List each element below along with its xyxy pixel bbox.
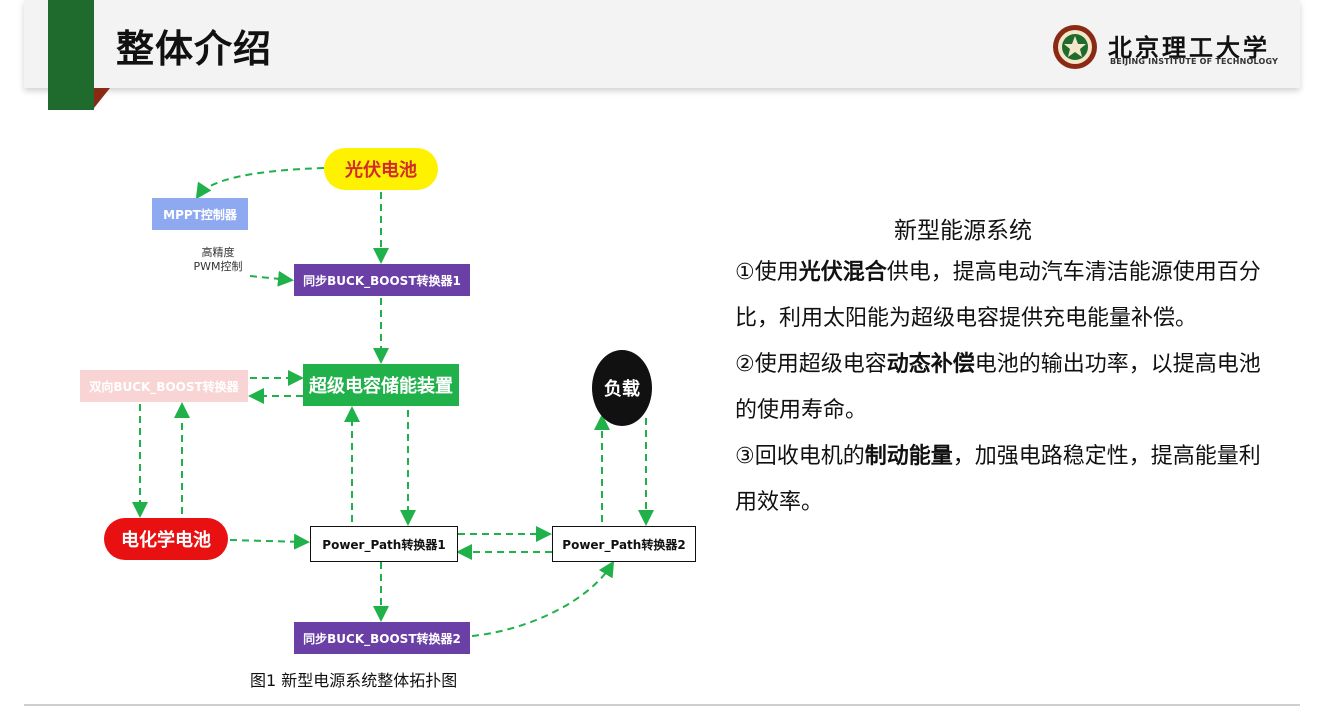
- label-high-precision-pwm: 高精度 PWM控制: [186, 246, 250, 274]
- panel-title: 新型能源系统: [894, 218, 1032, 244]
- node-power-path-2: Power_Path转换器2: [552, 526, 696, 562]
- node-electrochemical-battery: 电化学电池: [104, 518, 228, 560]
- label-high-precision-pwm-text: 高精度 PWM控制: [193, 246, 243, 273]
- point-2-c: 电池的输出功率，以提高电池的使用寿命。: [735, 352, 1261, 423]
- university-name-en: BEIJING INSTITUTE OF TECHNOLOGY: [1110, 57, 1279, 66]
- university-logo: 北京理工大学 BEIJING INSTITUTE OF TECHNOLOGY: [1052, 24, 1282, 72]
- figure-caption: 图1 新型电源系统整体拓扑图: [250, 671, 458, 690]
- node-mppt-controller: MPPT控制器: [152, 198, 248, 230]
- point-2-a: ②使用超级电容: [735, 352, 887, 377]
- node-sync-buck-boost-1: 同步BUCK_BOOST转换器1: [294, 264, 470, 296]
- node-power-path-1: Power_Path转换器1: [310, 526, 458, 562]
- node-pv-battery: 光伏电池: [324, 148, 438, 190]
- point-1-a: ①使用: [735, 260, 799, 285]
- university-name-cn: 北京理工大学: [1108, 33, 1270, 62]
- footer-divider: [24, 704, 1300, 706]
- arrow-pv-to-mppt: [195, 167, 325, 200]
- point-2: ②使用超级电容动态补偿电池的输出功率，以提高电池的使用寿命。: [735, 342, 1275, 434]
- header-tab-fold: [94, 88, 110, 108]
- point-3-highlight: 制动能量: [864, 444, 953, 469]
- point-3-c: ，加强电路稳定性，提高能量利用效率。: [735, 444, 1261, 515]
- header-accent-tab: [48, 0, 94, 110]
- page-title: 整体介绍: [116, 27, 273, 71]
- point-3-a: ③回收电机的: [735, 444, 865, 469]
- topology-diagram: 光伏电池 MPPT控制器 高精度 PWM控制 同步BUCK_BOOST转换器1 …: [60, 130, 720, 690]
- arrow-pwm-to-sync1: [249, 270, 294, 287]
- point-1-highlight: 光伏混合: [798, 260, 887, 285]
- point-1: ①使用光伏混合供电，提高电动汽车清洁能源使用百分比，利用太阳能为超级电容提供充电…: [735, 250, 1275, 342]
- point-3: ③回收电机的制动能量，加强电路稳定性，提高能量利用效率。: [735, 434, 1275, 526]
- node-supercap-storage: 超级电容储能装置: [303, 364, 459, 406]
- node-sync-buck-boost-2: 同步BUCK_BOOST转换器2: [294, 622, 470, 654]
- description-panel: 新型能源系统 ①使用光伏混合供电，提高电动汽车清洁能源使用百分比，利用太阳能为超…: [735, 212, 1275, 526]
- point-2-highlight: 动态补偿: [886, 352, 975, 377]
- node-load: 负载: [592, 350, 652, 426]
- point-1-c: 供电，提高电动汽车清洁能源使用百分比，利用太阳能为超级电容提供充电能量补偿。: [735, 260, 1261, 331]
- diagram-connectors: [132, 167, 654, 637]
- node-bidir-buck-boost: 双向BUCK_BOOST转换器: [80, 370, 248, 402]
- arrow-battery-to-pp1: [229, 533, 310, 550]
- university-emblem-icon: [1053, 25, 1097, 69]
- arrow-sync2-to-pp2: [471, 560, 615, 637]
